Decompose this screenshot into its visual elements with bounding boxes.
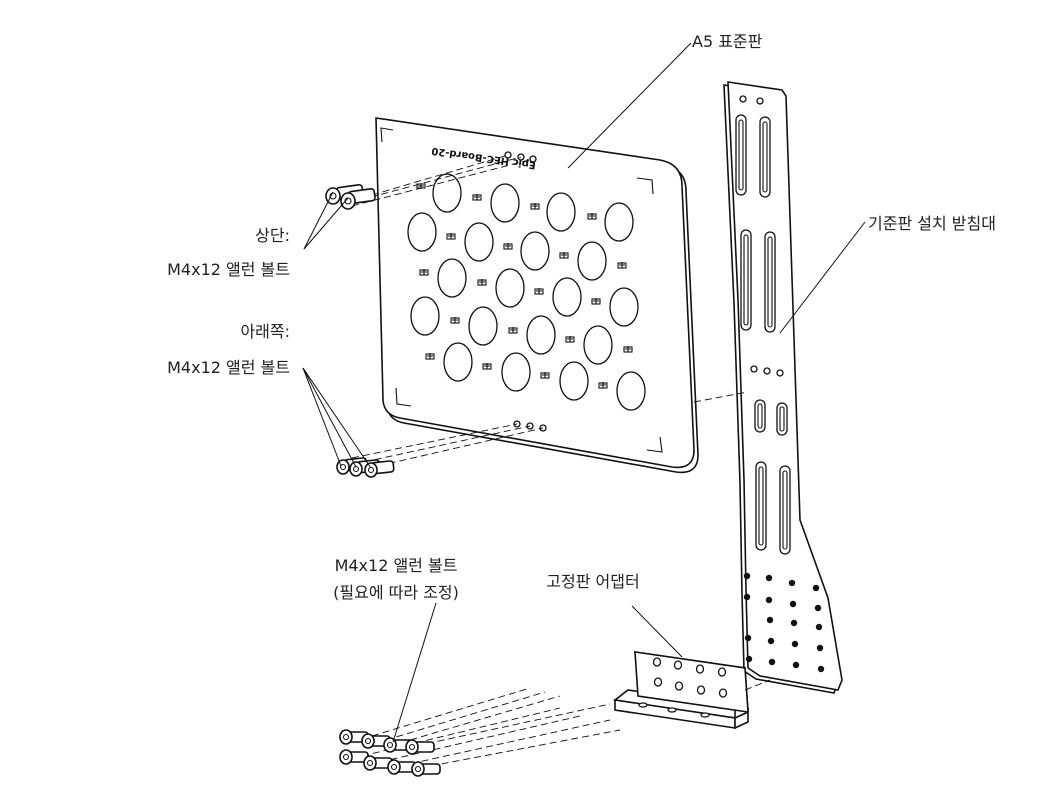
top-allen-bolts bbox=[325, 154, 534, 210]
label-bottom-bolts-title: 아래쪽: bbox=[240, 322, 290, 341]
bolt bbox=[411, 761, 441, 777]
plate-to-stand-guide bbox=[693, 391, 749, 403]
plate-round-holes bbox=[407, 173, 646, 411]
plate-cross-holes bbox=[416, 183, 633, 389]
bolt bbox=[363, 755, 393, 771]
fixing-plate-adapter bbox=[613, 651, 749, 730]
a5-standard-plate: Epic HEC-Board-20 bbox=[375, 117, 699, 474]
bolt bbox=[364, 460, 395, 478]
bolt bbox=[339, 749, 369, 765]
label-fixing-plate-adapter: 고정판 어댑터 bbox=[546, 572, 639, 591]
label-top-bolts-spec: M4x12 앨런 볼트 bbox=[167, 260, 290, 279]
leader-lines bbox=[302, 42, 866, 743]
label-a5-standard-plate: A5 표준판 bbox=[692, 32, 763, 51]
mounting-stand bbox=[723, 81, 843, 694]
label-adjustment-bolts-note: (필요에 따라 조정) bbox=[333, 583, 459, 602]
label-top-bolts-title: 상단: bbox=[255, 226, 290, 245]
label-bottom-bolts-spec: M4x12 앨런 볼트 bbox=[167, 358, 290, 377]
bolt bbox=[405, 739, 435, 755]
stand-mounting-holes bbox=[743, 572, 825, 673]
label-mounting-stand: 기준판 설치 받침대 bbox=[868, 214, 996, 233]
adjustment-allen-bolts bbox=[339, 687, 621, 777]
adapter-to-stand-guide bbox=[744, 679, 771, 691]
bottom-allen-bolts bbox=[336, 423, 544, 478]
label-adjustment-bolts-spec: M4x12 앨런 볼트 bbox=[335, 556, 458, 575]
